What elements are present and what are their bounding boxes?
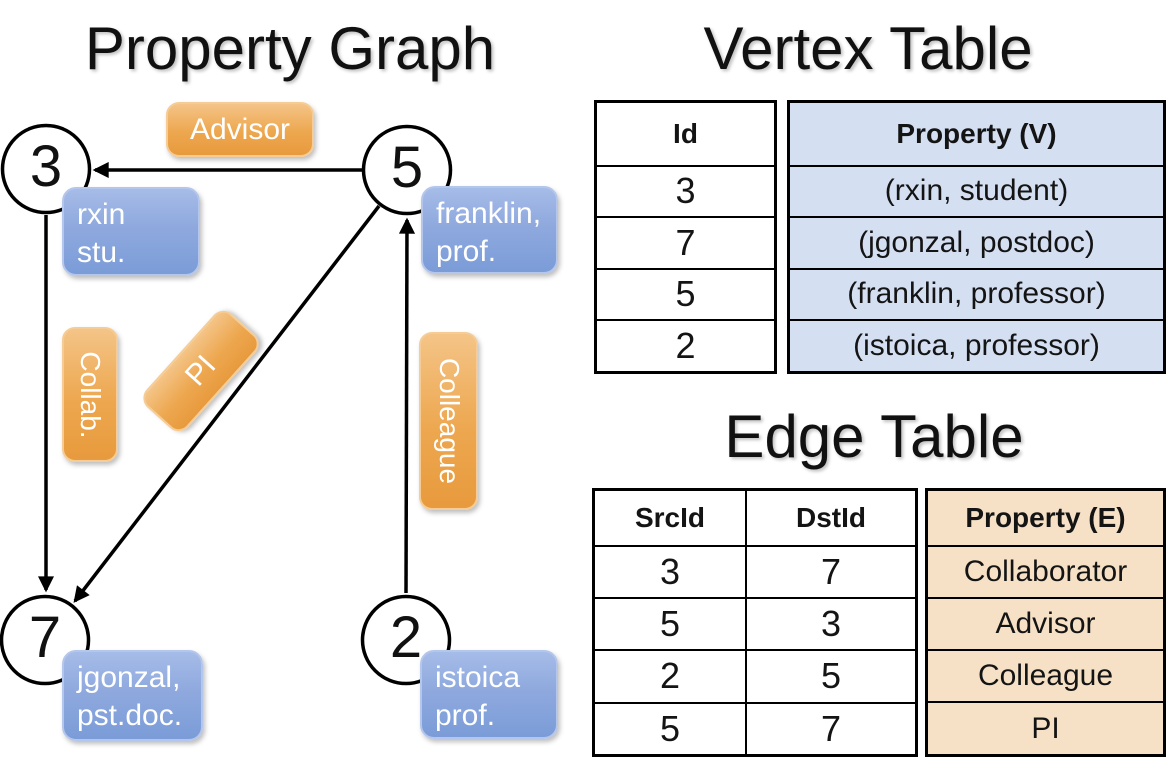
vertex-table-header-property: Property (V)	[787, 100, 1166, 167]
vertex-card-line2: pst.doc.	[77, 699, 183, 732]
edge-label-text: Collab.	[75, 350, 106, 439]
node-id-7: 7	[28, 604, 62, 670]
vertex-card-franklin: franklin, prof.	[421, 186, 558, 274]
table-cell: 3	[594, 164, 777, 219]
table-cell: (rxin, student)	[787, 164, 1166, 219]
vertex-card-line1: istoica	[435, 661, 521, 694]
node-id-2: 2	[389, 604, 423, 670]
vertex-card-line1: franklin,	[436, 197, 542, 230]
table-cell: 2	[592, 649, 747, 704]
table-cell: 3	[745, 596, 918, 652]
property-graph-title: Property Graph	[84, 15, 496, 82]
node-id-3: 3	[29, 133, 63, 199]
table-cell: 7	[594, 216, 777, 270]
edge-table-header-srcid: SrcId	[592, 488, 747, 547]
table-cell: Collaborator	[925, 544, 1166, 599]
table-cell: 5	[745, 649, 918, 704]
edge-label-text: PI	[178, 349, 223, 393]
table-cell: (istoica, professor)	[787, 319, 1166, 374]
vertex-card-line2: prof.	[435, 699, 496, 732]
vertex-table-header-id: Id	[594, 100, 777, 167]
edge-label-collab: Collab.	[62, 327, 118, 462]
table-cell: 3	[592, 544, 747, 599]
table-cell: 5	[594, 267, 777, 322]
table-cell: Advisor	[925, 596, 1166, 652]
vertex-card-line2: prof.	[436, 235, 497, 268]
edge-label-advisor: Advisor	[166, 102, 314, 157]
edge-label-colleague: Colleague	[419, 332, 478, 510]
vertex-card-jgonzal: jgonzal, pst.doc.	[62, 650, 203, 741]
edge-colleague-2-to-5	[398, 217, 416, 594]
vertex-table-id-column: Id 3 7 5 2	[594, 100, 777, 374]
edge-label-text: Advisor	[189, 112, 291, 146]
vertex-card-line2: stu.	[77, 236, 126, 269]
table-cell: 5	[592, 701, 747, 757]
vertex-card-rxin: rxin stu.	[62, 187, 200, 276]
vertex-card-line1: jgonzal,	[77, 661, 181, 694]
vertex-card-line1: rxin	[77, 198, 126, 231]
table-cell: 2	[594, 319, 777, 374]
table-cell: (jgonzal, postdoc)	[787, 216, 1166, 270]
node-id-5: 5	[390, 134, 424, 200]
vertex-table-property-column: Property (V) (rxin, student) (jgonzal, p…	[787, 100, 1166, 374]
edge-table-property-column: Property (E) Collaborator Advisor Collea…	[925, 488, 1166, 757]
edge-table-title: Edge Table	[724, 403, 1024, 470]
edge-table-id-columns: SrcId DstId 3 7 5 3 2 5 5 7	[592, 488, 918, 757]
vertex-table-title: Vertex Table	[703, 15, 1033, 82]
vertex-card-istoica: istoica prof.	[420, 650, 558, 739]
table-cell: Colleague	[925, 649, 1166, 704]
table-cell: 7	[745, 701, 918, 757]
edge-table-header-property: Property (E)	[925, 488, 1166, 547]
edge-table-header-dstid: DstId	[745, 488, 918, 547]
edge-pi-5-to-7	[73, 204, 381, 603]
table-cell: 5	[592, 596, 747, 652]
edge-label-text: Colleague	[433, 357, 465, 485]
table-cell: 7	[745, 544, 918, 599]
table-cell: PI	[925, 701, 1166, 757]
table-cell: (franklin, professor)	[787, 267, 1166, 322]
